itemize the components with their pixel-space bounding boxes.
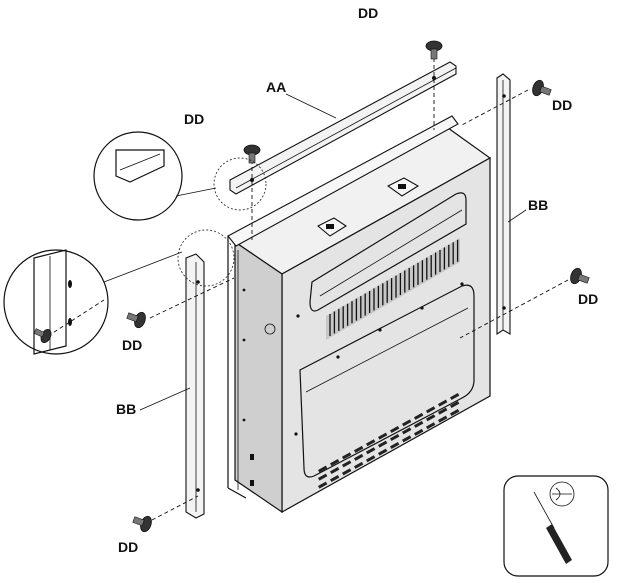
label-aa: AA [266, 79, 286, 95]
detail-callout-icon [93, 131, 267, 221]
label-bb-left: BB [116, 401, 136, 417]
screw-icon [532, 79, 552, 97]
lower-vents [318, 393, 460, 489]
label-dd-right-top: DD [552, 97, 572, 113]
label-dd-left-bottom: DD [118, 539, 138, 555]
screw-icon [570, 267, 590, 285]
heater-unit [227, 115, 492, 514]
callout-labels: DD DD DD DD DD DD AA BB BB [116, 5, 598, 555]
screw-icon [425, 40, 443, 60]
label-bb-right: BB [528, 197, 548, 213]
left-bracket-bb [185, 253, 205, 519]
label-dd-left-top: DD [184, 111, 204, 127]
label-dd-left-middle: DD [122, 337, 142, 353]
screw-icon [132, 515, 152, 533]
detail-callout-icon [3, 229, 235, 355]
top-bracket-aa [229, 61, 457, 195]
screw-icon [243, 144, 261, 164]
upper-grill [326, 238, 460, 340]
assembly-guides [149, 58, 569, 521]
right-bracket-bb [496, 73, 511, 336]
screw-icon [126, 311, 146, 329]
label-dd-right-bottom: DD [578, 291, 598, 307]
screwdriver-icon [503, 475, 609, 577]
label-dd-top: DD [358, 5, 378, 21]
